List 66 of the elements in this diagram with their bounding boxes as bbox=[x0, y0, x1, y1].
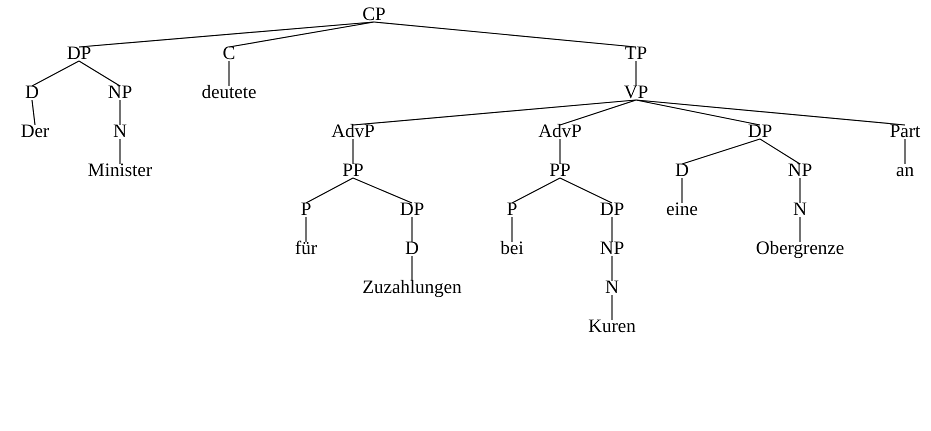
tree-label: P bbox=[506, 200, 518, 220]
branch-line bbox=[119, 100, 121, 125]
branch-line bbox=[560, 99, 636, 126]
tree-label: Der bbox=[20, 122, 50, 142]
tree-label: N bbox=[112, 122, 128, 142]
branch-line bbox=[352, 139, 354, 164]
branch-line bbox=[681, 178, 683, 203]
branch-line bbox=[78, 60, 120, 86]
tree-label: AdvP bbox=[537, 122, 583, 142]
branch-line bbox=[32, 60, 80, 86]
branch-line bbox=[352, 99, 636, 126]
tree-label: PP bbox=[341, 161, 365, 181]
branch-line bbox=[904, 139, 906, 164]
tree-label: AdvP bbox=[330, 122, 376, 142]
tree-label: bei bbox=[499, 239, 525, 259]
tree-label: DP bbox=[66, 44, 92, 64]
tree-label: DP bbox=[746, 122, 774, 142]
branch-line bbox=[411, 256, 413, 281]
tree-label: D bbox=[404, 239, 420, 259]
branch-line bbox=[119, 139, 121, 164]
tree-label: Minister bbox=[86, 161, 154, 181]
tree-label: eine bbox=[665, 200, 699, 220]
tree-label: Zuzahlungen bbox=[361, 278, 463, 298]
tree-label: P bbox=[300, 200, 312, 220]
tree-label: DP bbox=[398, 200, 426, 220]
tree-label: PP bbox=[548, 161, 572, 181]
branch-line bbox=[411, 217, 413, 242]
branch-line bbox=[78, 21, 374, 48]
branch-line bbox=[611, 256, 613, 281]
tree-label: C bbox=[222, 44, 236, 64]
tree-label: Kuren bbox=[587, 317, 637, 337]
branch-line bbox=[635, 61, 637, 86]
branch-line bbox=[228, 61, 230, 86]
branch-line bbox=[611, 295, 613, 320]
tree-label: Part bbox=[888, 122, 922, 142]
branch-line bbox=[305, 217, 307, 242]
tree-label: NP bbox=[786, 161, 814, 181]
tree-label: VP bbox=[622, 83, 650, 103]
branch-line bbox=[799, 217, 801, 242]
tree-label: TP bbox=[624, 44, 648, 64]
tree-label: NP bbox=[598, 239, 626, 259]
tree-label: deutete bbox=[200, 83, 258, 103]
branch-line bbox=[352, 178, 412, 204]
branch-line bbox=[760, 138, 800, 164]
branch-line bbox=[560, 178, 612, 204]
tree-label: an bbox=[895, 161, 915, 181]
branch-line bbox=[799, 178, 801, 203]
tree-label: NP bbox=[106, 83, 134, 103]
tree-label: DP bbox=[598, 200, 626, 220]
branch-line bbox=[31, 100, 36, 126]
branch-line bbox=[374, 21, 636, 48]
tree-label: D bbox=[674, 161, 690, 181]
tree-label: N bbox=[792, 200, 808, 220]
tree-label: Obergrenze bbox=[754, 239, 846, 259]
branch-line bbox=[559, 139, 561, 164]
branch-line bbox=[512, 178, 560, 204]
tree-label: D bbox=[24, 83, 40, 103]
tree-label: für bbox=[294, 239, 318, 259]
branch-line bbox=[511, 217, 513, 242]
branch-line bbox=[636, 99, 760, 126]
branch-line bbox=[682, 138, 760, 165]
tree-label: CP bbox=[361, 5, 387, 25]
branch-line bbox=[636, 99, 906, 126]
branch-line bbox=[611, 217, 613, 242]
branch-line bbox=[306, 178, 354, 204]
tree-label: N bbox=[604, 278, 620, 298]
